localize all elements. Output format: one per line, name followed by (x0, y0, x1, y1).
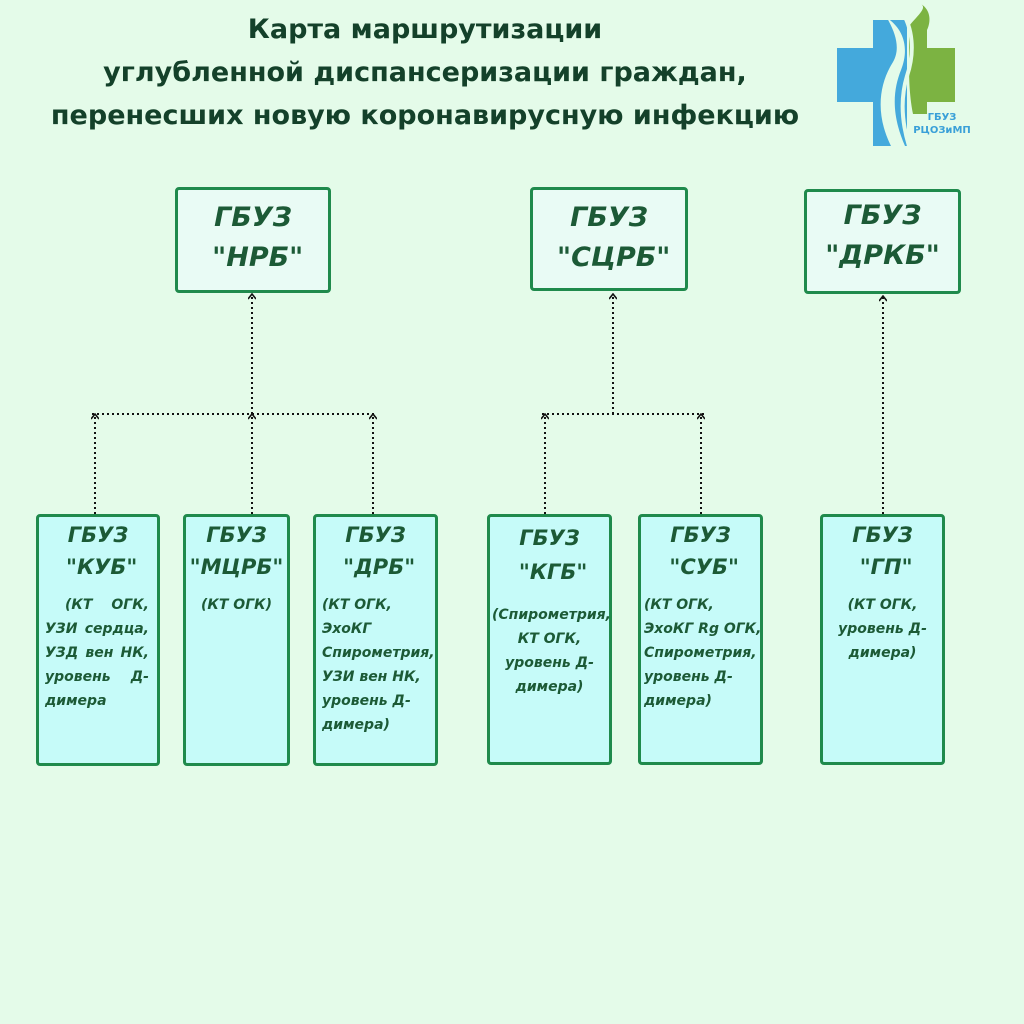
clinic-mcrb-name: ГБУЗ "МЦРБ" (186, 517, 287, 583)
clinic-kgb-line-2: "КГБ" (511, 560, 588, 584)
clinic-kub-detail-1: (КТ ОГК, (65, 597, 149, 613)
hospital-nrb-line-2: "НРБ" (202, 242, 304, 273)
hospital-drkb-line-2: "ДРКБ" (825, 240, 940, 271)
logo-line-1: ГБУЗ (927, 112, 957, 123)
clinic-drb-line-2: "ДРБ" (335, 555, 416, 579)
clinic-gp-line-2: "ГП" (852, 555, 913, 579)
medical-cross-logo-icon (837, 4, 955, 147)
clinic-box-mcrb: ГБУЗ "МЦРБ" (КТ ОГК) (183, 514, 290, 766)
title-line-3: перенесших новую коронавирусную инфекцию (50, 100, 800, 131)
clinic-sub-line-2: "СУБ" (662, 555, 739, 579)
page-title: Карта маршрутизации углубленной диспансе… (30, 8, 820, 137)
clinic-mcrb-details: (КТ ОГК) (186, 593, 287, 617)
clinic-drb-detail-4: УЗИ вен НК, (322, 669, 421, 685)
clinic-gp-detail-3: димера) (848, 645, 917, 661)
clinic-sub-detail-5: димера) (644, 693, 712, 709)
logo-line-2: РЦОЗиМП (913, 125, 971, 136)
clinic-sub-details: (КТ ОГК, ЭхоКГ Rg ОГК, Спирометрия, уров… (641, 593, 762, 713)
logo-caption: ГБУЗ РЦОЗиМП (902, 111, 982, 137)
hospital-scrb-line-2: "СЦРБ" (547, 242, 671, 273)
clinic-mcrb-line-2: "МЦРБ" (189, 555, 284, 579)
clinic-gp-name: ГБУЗ "ГП" (823, 517, 942, 583)
clinic-sub-detail-2: ЭхоКГ Rg ОГК, (644, 621, 762, 637)
clinic-box-sub: ГБУЗ "СУБ" (КТ ОГК, ЭхоКГ Rg ОГК, Спиром… (638, 514, 763, 765)
clinic-drb-line-1: ГБУЗ (345, 523, 406, 547)
clinic-gp-detail-2: уровень Д- (838, 621, 927, 637)
clinic-drb-detail-5: уровень Д- (322, 693, 411, 709)
clinic-kub-detail-5: димера (45, 693, 107, 709)
clinic-sub-detail-1: (КТ ОГК, (644, 597, 714, 613)
clinic-box-drb: ГБУЗ "ДРБ" (КТ ОГК, ЭхоКГ Спирометрия, У… (313, 514, 438, 766)
hospital-box-scrb: ГБУЗ "СЦРБ" (530, 187, 688, 291)
hospital-drkb-line-1: ГБУЗ (843, 200, 922, 231)
hospital-box-drkb: ГБУЗ "ДРКБ" (804, 189, 961, 294)
clinic-kub-detail-4: уровень Д- (45, 669, 149, 685)
clinic-kgb-detail-2: КТ ОГК, (517, 631, 582, 647)
clinic-sub-detail-4: уровень Д- (644, 669, 733, 685)
clinic-kub-details: (КТ ОГК, УЗИ сердца, УЗД вен НК, уровень… (39, 593, 157, 713)
clinic-sub-name: ГБУЗ "СУБ" (641, 517, 760, 583)
clinic-kub-line-1: ГБУЗ (67, 523, 129, 547)
clinic-drb-details: (КТ ОГК, ЭхоКГ Спирометрия, УЗИ вен НК, … (316, 593, 435, 737)
clinic-kgb-name: ГБУЗ "КГБ" (490, 517, 609, 589)
hospital-scrb-line-1: ГБУЗ (570, 202, 648, 233)
clinic-sub-detail-3: Спирометрия, (644, 645, 757, 661)
title-line-1: Карта маршрутизации (247, 14, 603, 45)
clinic-drb-detail-2: ЭхоКГ (322, 621, 372, 637)
title-line-2: углубленной диспансеризации граждан, (103, 57, 747, 88)
clinic-kub-name: ГБУЗ "КУБ" (39, 517, 157, 583)
clinic-kgb-detail-4: димера) (515, 679, 584, 695)
clinic-drb-detail-3: Спирометрия, (322, 645, 435, 661)
clinic-box-gp: ГБУЗ "ГП" (КТ ОГК, уровень Д- димера) (820, 514, 945, 765)
clinic-gp-line-1: ГБУЗ (852, 523, 913, 547)
hospital-box-nrb: ГБУЗ "НРБ" (175, 187, 331, 293)
clinic-kub-line-2: "КУБ" (58, 555, 138, 579)
clinic-kgb-line-1: ГБУЗ (519, 526, 580, 550)
clinic-kgb-detail-1: (Спирометрия, (492, 607, 611, 623)
clinic-kub-detail-3: УЗД вен НК, (45, 645, 149, 661)
clinic-drb-name: ГБУЗ "ДРБ" (316, 517, 435, 583)
clinic-gp-detail-1: (КТ ОГК, (847, 597, 918, 613)
clinic-drb-detail-6: димера) (322, 717, 390, 733)
clinic-kgb-details: (Спирометрия, КТ ОГК, уровень Д- димера) (490, 603, 611, 699)
clinic-kgb-detail-3: уровень Д- (505, 655, 594, 671)
clinic-gp-details: (КТ ОГК, уровень Д- димера) (823, 593, 942, 665)
clinic-sub-line-1: ГБУЗ (670, 523, 731, 547)
clinic-box-kgb: ГБУЗ "КГБ" (Спирометрия, КТ ОГК, уровень… (487, 514, 612, 765)
clinic-mcrb-detail-1: (КТ ОГК) (201, 597, 272, 613)
hospital-nrb-line-1: ГБУЗ (214, 202, 292, 233)
clinic-kub-detail-2: УЗИ сердца, (45, 621, 149, 637)
clinic-mcrb-line-1: ГБУЗ (206, 523, 267, 547)
clinic-drb-detail-1: (КТ ОГК, (322, 597, 392, 613)
clinic-box-kub: ГБУЗ "КУБ" (КТ ОГК, УЗИ сердца, УЗД вен … (36, 514, 160, 766)
